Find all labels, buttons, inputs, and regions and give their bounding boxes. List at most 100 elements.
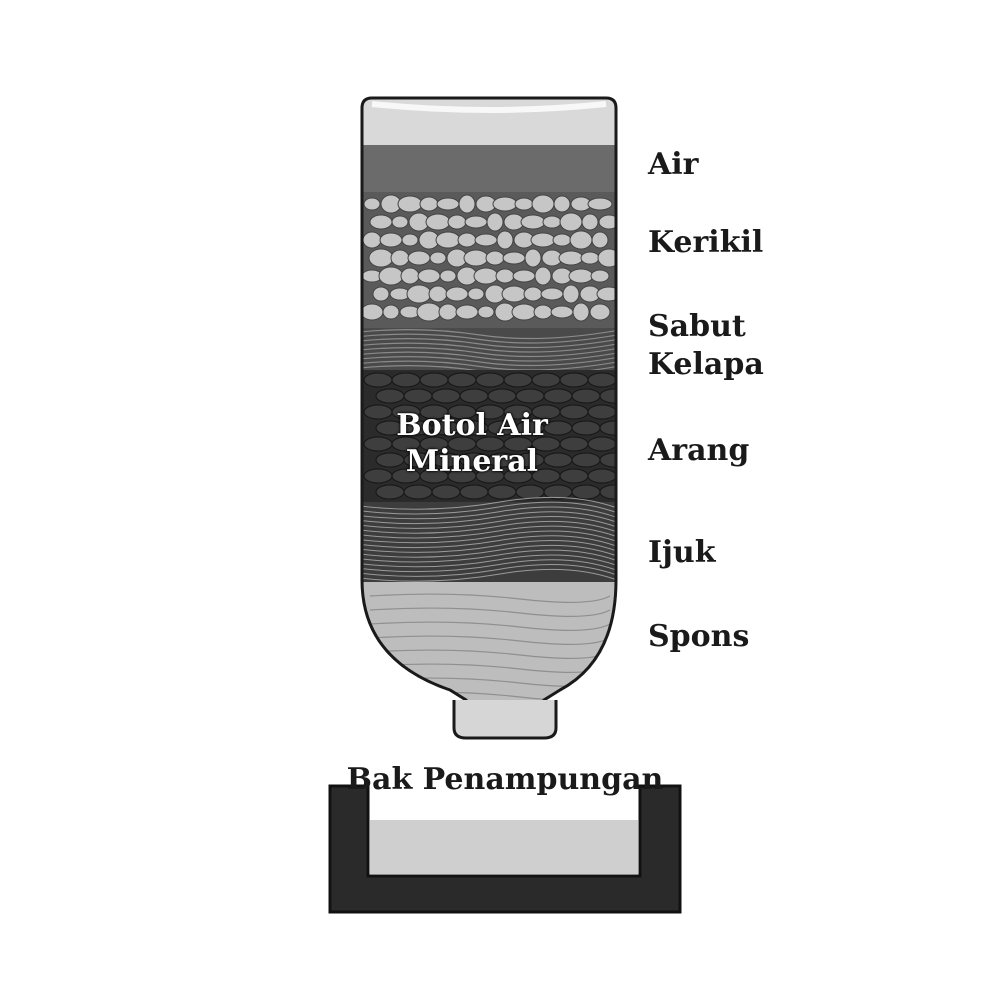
pebble <box>448 215 466 229</box>
charcoal-chunk <box>560 437 588 451</box>
charcoal-chunk <box>504 373 532 387</box>
pebble <box>468 288 484 300</box>
pebble <box>459 195 475 213</box>
charcoal-chunk <box>432 485 460 499</box>
charcoal-chunk <box>572 485 600 499</box>
pebble <box>429 286 447 302</box>
pebble <box>563 285 579 303</box>
pebble <box>465 216 487 228</box>
pebble <box>486 251 504 265</box>
pebble <box>398 196 422 212</box>
charcoal-chunk <box>588 437 616 451</box>
charcoal-chunk <box>364 469 392 483</box>
pebble <box>379 267 403 285</box>
pebble <box>524 287 542 301</box>
charcoal-chunk <box>476 373 504 387</box>
pebble <box>493 197 517 211</box>
charcoal-chunk <box>560 469 588 483</box>
pebble <box>408 251 430 265</box>
pebble <box>590 304 610 320</box>
pebble <box>417 303 441 321</box>
charcoal-chunk <box>488 485 516 499</box>
pebble <box>361 304 383 320</box>
charcoal-chunk <box>432 389 460 403</box>
pebble <box>512 304 536 320</box>
pebble <box>380 233 402 247</box>
pebble <box>420 197 438 211</box>
pebble <box>554 196 570 212</box>
pebble <box>391 250 409 266</box>
charcoal-chunk <box>392 373 420 387</box>
pebble <box>363 232 381 248</box>
charcoal-chunk <box>364 437 392 451</box>
charcoal-chunk <box>516 485 544 499</box>
pebble <box>474 268 498 284</box>
pebble <box>515 198 533 210</box>
label-sabut-kelapa: Sabut Kelapa <box>648 308 798 384</box>
label-air: Air <box>648 146 698 184</box>
pebble <box>553 234 571 246</box>
label-basin: Bak Penampungan <box>340 760 670 800</box>
pebble <box>513 270 535 282</box>
charcoal-chunk <box>572 453 600 467</box>
pebble <box>487 213 503 231</box>
pebble <box>401 268 419 284</box>
charcoal-chunk <box>560 373 588 387</box>
charcoal-chunk <box>364 405 392 419</box>
pebble <box>392 216 408 228</box>
pebble <box>497 231 513 249</box>
pebble <box>496 269 514 283</box>
charcoal-chunk <box>460 485 488 499</box>
pebble <box>543 216 561 228</box>
charcoal-chunk <box>600 421 628 435</box>
charcoal-chunk <box>516 389 544 403</box>
pebble <box>570 231 592 249</box>
pebble <box>591 270 609 282</box>
pebble <box>541 288 563 300</box>
pebble <box>373 287 389 301</box>
pebble <box>439 304 457 320</box>
charcoal-chunk <box>376 485 404 499</box>
charcoal-chunk <box>376 389 404 403</box>
pebble <box>478 306 494 318</box>
charcoal-chunk <box>600 453 628 467</box>
pebble <box>430 252 446 264</box>
pebble <box>535 267 551 285</box>
pebble <box>531 233 555 247</box>
pebble <box>551 306 573 318</box>
charcoal-chunk <box>404 485 432 499</box>
pebble <box>383 305 399 319</box>
charcoal-chunk <box>588 373 616 387</box>
charcoal-chunk <box>364 373 392 387</box>
pebble <box>437 198 459 210</box>
charcoal-chunk <box>600 389 628 403</box>
pebble <box>402 234 418 246</box>
pebble <box>573 303 589 321</box>
charcoal-chunk <box>488 389 516 403</box>
pebble <box>560 213 582 231</box>
label-bottle: Botol Air Mineral <box>392 408 552 480</box>
charcoal-chunk <box>572 421 600 435</box>
label-ijuk: Ijuk <box>648 534 716 572</box>
label-spons: Spons <box>648 618 749 656</box>
pebble <box>534 305 552 319</box>
pebble <box>464 250 488 266</box>
label-kerikil: Kerikil <box>648 224 763 262</box>
charcoal-chunk <box>560 405 588 419</box>
charcoal-chunk <box>588 405 616 419</box>
charcoal-chunk <box>544 389 572 403</box>
charcoal-chunk <box>600 485 628 499</box>
charcoal-chunk <box>588 469 616 483</box>
pebble <box>426 214 450 230</box>
label-arang: Arang <box>648 432 749 470</box>
charcoal-chunk <box>532 373 560 387</box>
pebble <box>582 214 598 230</box>
charcoal-chunk <box>404 389 432 403</box>
pebble <box>364 198 380 210</box>
pebble <box>369 249 393 267</box>
pebble <box>502 286 526 302</box>
pebble <box>475 234 497 246</box>
pebble <box>418 269 440 283</box>
